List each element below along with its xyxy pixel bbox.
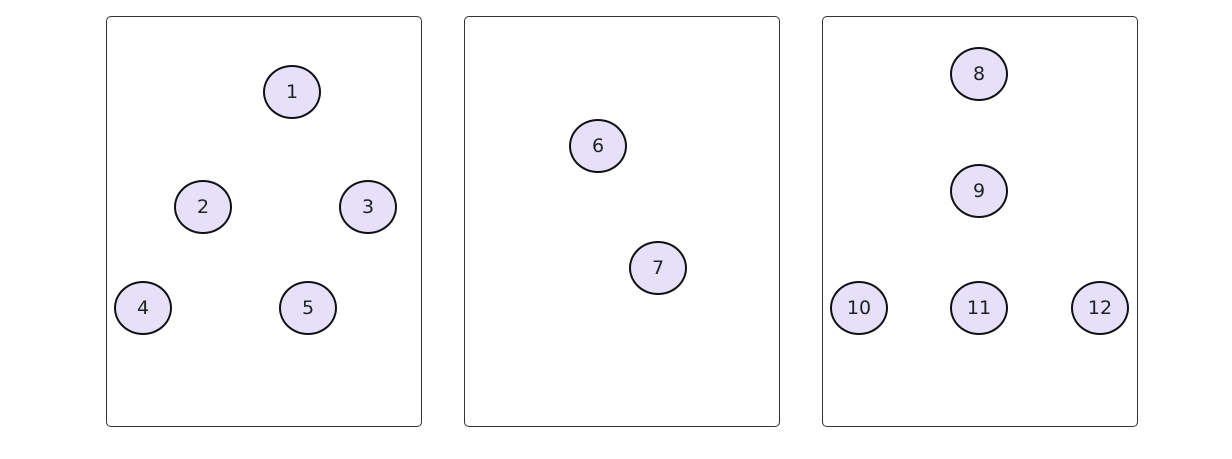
node-9: 9 xyxy=(950,164,1008,218)
node-6: 6 xyxy=(569,119,627,173)
node-3: 3 xyxy=(339,180,397,234)
node-8: 8 xyxy=(950,47,1008,101)
node-4: 4 xyxy=(114,281,172,335)
node-12: 12 xyxy=(1071,281,1129,335)
node-1: 1 xyxy=(263,65,321,119)
panel-2 xyxy=(464,16,780,427)
node-7: 7 xyxy=(629,241,687,295)
node-2: 2 xyxy=(174,180,232,234)
node-11: 11 xyxy=(950,281,1008,335)
node-5: 5 xyxy=(279,281,337,335)
node-10: 10 xyxy=(830,281,888,335)
